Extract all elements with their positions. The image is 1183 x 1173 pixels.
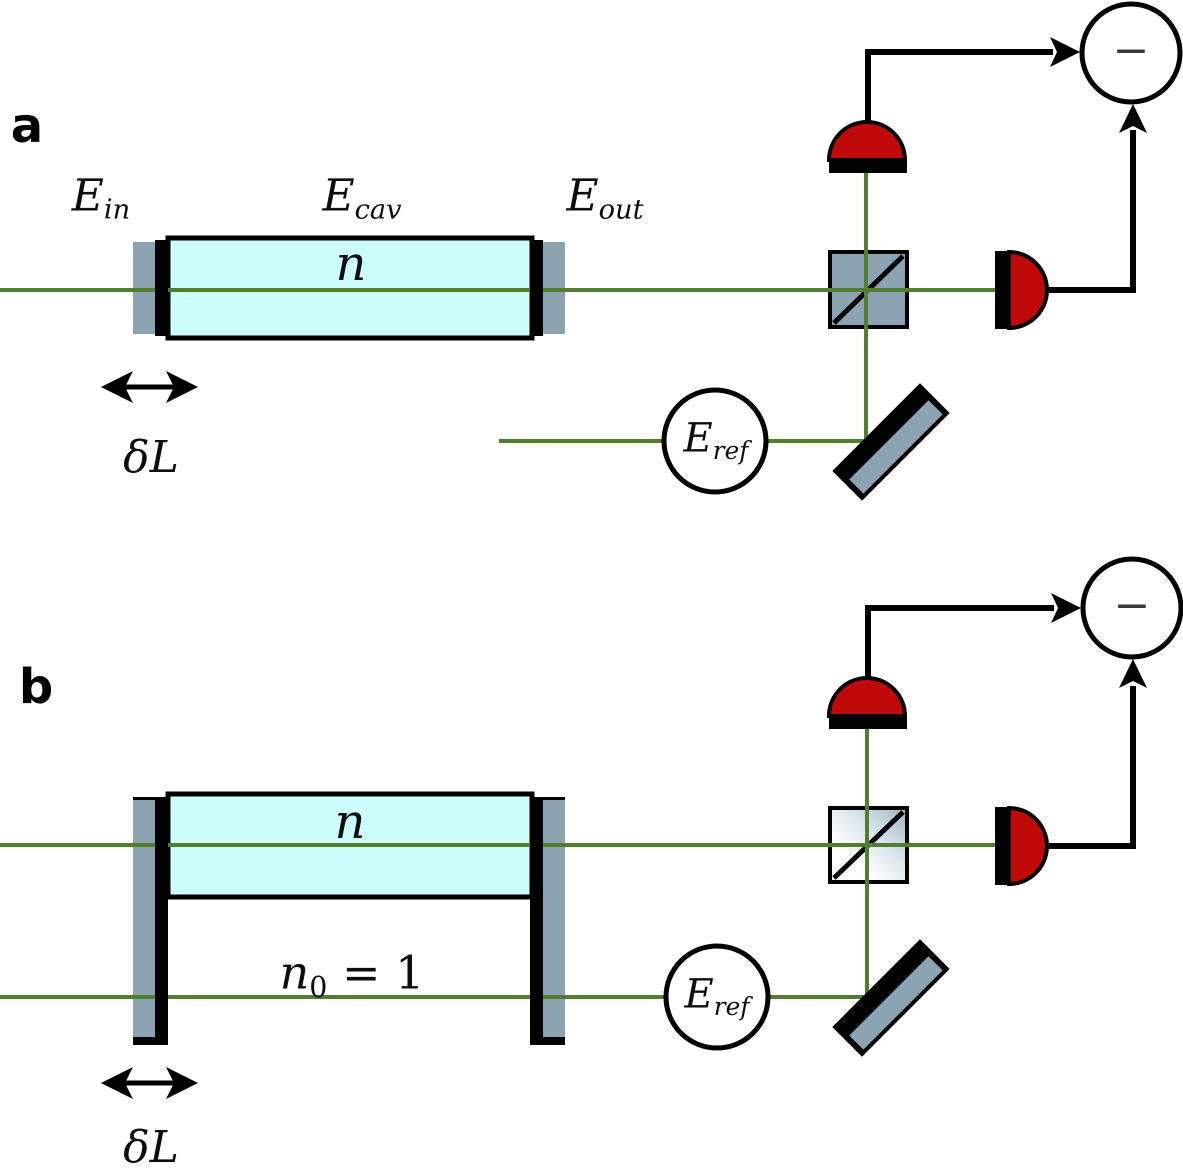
vacuum-index-subscript: 0 [309, 971, 328, 1005]
right-photodetector-dome-b [1007, 805, 1049, 887]
steering-mirror-substrate-a [849, 400, 943, 494]
right-photodetector-dome-a [1007, 249, 1049, 331]
e-in-subscript: in [103, 194, 131, 226]
right-detector-wire-b [1046, 686, 1136, 849]
e-cav-label: Ecav [322, 174, 402, 226]
wire-arrowhead-right-b [1051, 593, 1081, 623]
subtractor-node-b [1080, 556, 1183, 660]
vacuum-index-label-b: n0 = 1 [280, 949, 425, 1002]
e-cav-base: E [322, 170, 355, 222]
reference-field-node-a [661, 387, 769, 495]
input-mirror-coating-a [155, 240, 168, 336]
displacement-arrowhead-left-b [101, 1067, 133, 1099]
e-ref-subscript-a: ref [712, 435, 749, 465]
top-photodetector-dome-b [826, 676, 908, 718]
e-out-subscript: out [598, 194, 644, 226]
e-out-label: Eout [566, 174, 644, 226]
refractive-index-label-a: n [335, 236, 367, 292]
vacuum-index-equals: = 1 [327, 945, 425, 1000]
steering-mirror-a [832, 383, 950, 501]
right-photodetector-base-b [995, 807, 1008, 885]
right-photodetector-base-a [995, 251, 1008, 329]
refractive-index-label-b: n [334, 794, 366, 850]
input-mirror-coating-b [155, 797, 168, 1045]
wire-arrowhead-up-a [1119, 104, 1147, 133]
vacuum-index-base: n [279, 945, 310, 1000]
e-ref-base-a: E [683, 415, 713, 462]
e-in-label: Ein [72, 174, 131, 226]
displacement-arrowhead-right-a [166, 371, 198, 403]
right-detector-wire-a [1046, 130, 1136, 293]
top-photodetector-base-b [829, 716, 907, 729]
subtractor-node-a [1079, 1, 1183, 105]
e-ref-base-b: E [684, 971, 714, 1018]
panel-a-letter: a [10, 98, 44, 154]
panel-b-letter: b [18, 659, 54, 715]
displacement-arrowhead-right-b [166, 1067, 198, 1099]
subtract-symbol-a: − [1112, 25, 1150, 76]
e-ref-subscript-b: ref [713, 991, 750, 1021]
e-in-base: E [71, 170, 104, 222]
top-detector-wire-b [865, 605, 1054, 677]
input-mirror-substrate-b [133, 800, 155, 1037]
reference-field-node-b [663, 943, 771, 1051]
output-mirror-substrate-b [543, 800, 565, 1037]
top-photodetector-dome-a [826, 120, 908, 162]
steering-mirror-substrate-b [849, 956, 943, 1050]
e-cav-subscript: cav [354, 194, 402, 226]
mirror-displacement-arrow-a [101, 371, 198, 403]
wire-arrowhead-up-b [1119, 659, 1147, 688]
wire-arrowhead-right-a [1050, 37, 1080, 67]
delta-l-label-a: δL [123, 432, 179, 483]
subtract-symbol-b: − [1113, 580, 1151, 631]
e-out-base: E [566, 170, 599, 222]
output-mirror-coating-a [530, 240, 543, 336]
displacement-arrowhead-left-a [101, 371, 133, 403]
e-ref-label-a: Eref [684, 418, 749, 463]
top-detector-wire-a [865, 49, 1053, 121]
mirror-displacement-arrow-b [101, 1067, 198, 1099]
top-photodetector-base-a [829, 160, 907, 173]
steering-mirror-b [832, 939, 950, 1057]
delta-l-label-b: δL [123, 1122, 179, 1173]
output-mirror-coating-b [530, 797, 543, 1045]
e-ref-label-b: Eref [685, 974, 750, 1019]
